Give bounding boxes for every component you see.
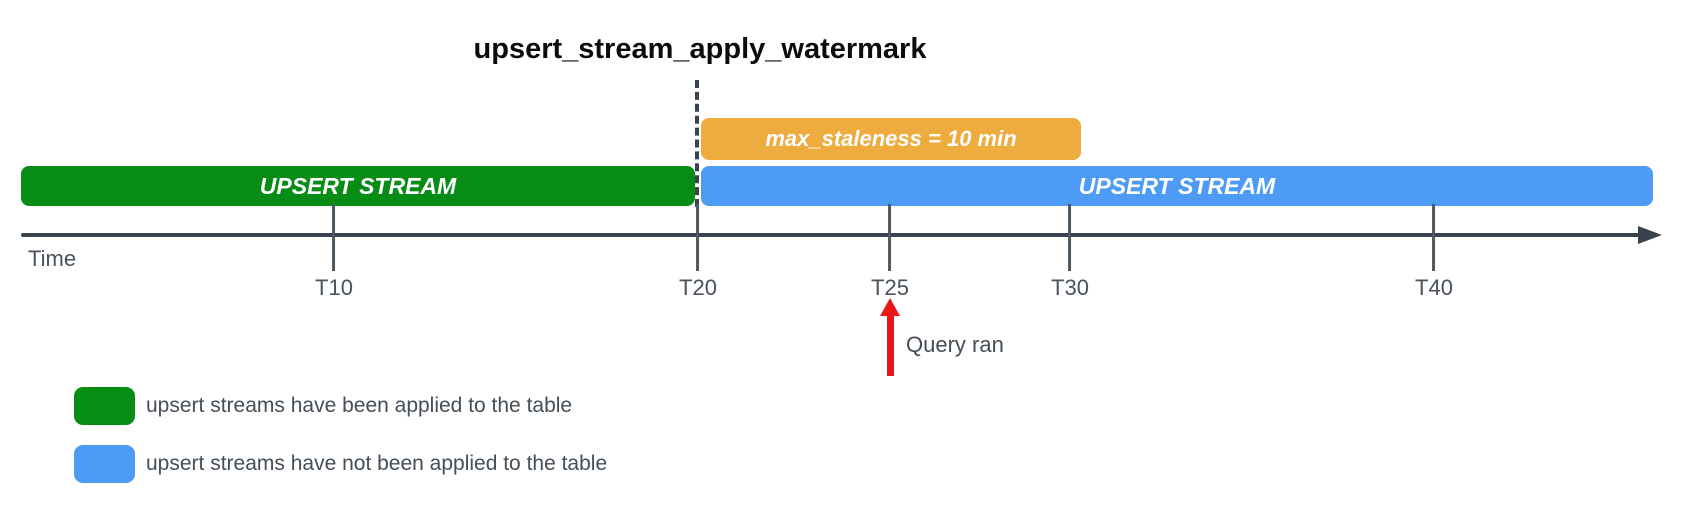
tick-t20-label: T20 [679, 275, 717, 300]
tick-t25-label: T25 [871, 275, 909, 300]
applied-upsert-stream-bar: UPSERT STREAM [21, 166, 695, 206]
time-axis-line [21, 233, 1641, 237]
legend-swatch-unapplied [74, 445, 135, 483]
query-ran-arrow-head [880, 298, 900, 316]
legend-item-unapplied: upsert streams have not been applied to … [74, 445, 607, 483]
tick-t40-line [1432, 204, 1436, 271]
time-axis-arrowhead-icon [1638, 226, 1662, 244]
time-axis-label: Time [28, 246, 77, 271]
tick-t10-line [332, 204, 336, 271]
tick-t40: T40 [1415, 204, 1453, 301]
tick-t10-label: T10 [315, 275, 353, 300]
tick-t25-line [888, 204, 892, 271]
tick-t20-line [696, 204, 700, 271]
legend-label-applied: upsert streams have been applied to the … [146, 394, 573, 417]
query-ran-label: Query ran [906, 332, 1004, 357]
watermark-dotted-line [695, 80, 699, 207]
tick-t30-line [1068, 204, 1072, 271]
tick-t40-label: T40 [1415, 275, 1453, 300]
unapplied-upsert-stream-label: UPSERT STREAM [1078, 172, 1276, 199]
tick-t30-label: T30 [1051, 275, 1089, 300]
unapplied-upsert-stream-bar: UPSERT STREAM [701, 166, 1653, 206]
tick-t10: T10 [315, 204, 353, 301]
diagram-title: upsert_stream_apply_watermark [473, 33, 927, 65]
query-ran-arrow-icon [880, 298, 900, 376]
legend-label-unapplied: upsert streams have not been applied to … [146, 452, 608, 475]
max-staleness-label: max_staleness = 10 min [765, 126, 1017, 151]
max-staleness-bar: max_staleness = 10 min [701, 118, 1081, 160]
legend-item-applied: upsert streams have been applied to the … [74, 387, 572, 425]
legend-swatch-applied [74, 387, 135, 425]
tick-t30: T30 [1051, 204, 1089, 301]
tick-t20: T20 [679, 204, 717, 301]
applied-upsert-stream-label: UPSERT STREAM [259, 172, 457, 199]
query-ran-arrow-shaft [886, 316, 894, 376]
tick-t25: T25 [871, 204, 909, 301]
